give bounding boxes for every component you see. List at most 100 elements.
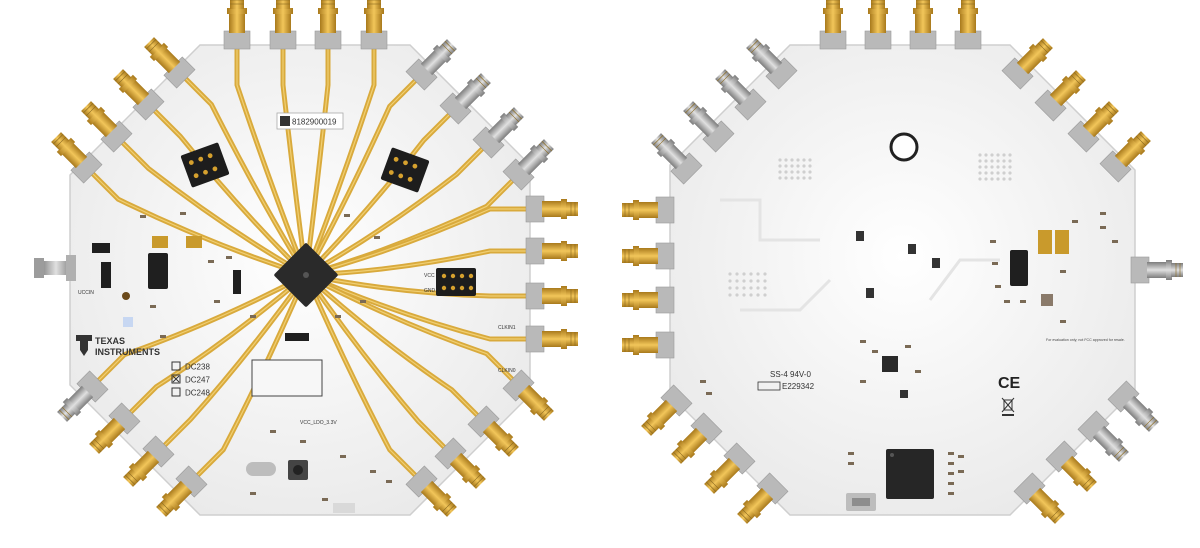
front-rf-trace-highlight	[89, 170, 307, 276]
sma-body	[681, 427, 708, 454]
sma-thread-line	[685, 103, 696, 114]
sma-thread-line	[83, 103, 94, 114]
sma-thread	[1140, 413, 1159, 432]
front-sma-connector	[89, 402, 141, 454]
via	[808, 158, 812, 162]
via	[742, 279, 746, 283]
option-label-dc247: DC247	[185, 376, 210, 385]
front-testpoint	[122, 292, 130, 300]
back-ce-mark: CE	[998, 375, 1021, 392]
sma-thread	[51, 132, 70, 151]
front-clkin0-label: CLKIN0	[498, 368, 516, 374]
sma-thread-line	[61, 406, 73, 418]
via	[749, 279, 753, 283]
sma-thread-line	[473, 476, 484, 487]
sma-nut	[913, 8, 933, 14]
sma-nut	[646, 411, 666, 431]
sma-body	[693, 111, 720, 138]
back-sma-connector	[715, 69, 767, 121]
sma-thread	[505, 107, 524, 126]
via	[984, 177, 988, 181]
sma-thread-line	[655, 137, 667, 149]
front-sma-connector	[525, 325, 578, 353]
sma-body	[747, 487, 774, 514]
front-uccin-label: UCCIN	[78, 290, 94, 296]
back-small-ic-1	[856, 231, 864, 241]
sma-mount	[525, 195, 545, 223]
back-small-ic-5	[900, 390, 908, 398]
option-box-dc247	[171, 374, 181, 384]
back-sma-connector	[1099, 131, 1151, 183]
sma-thread	[276, 0, 290, 9]
sma-body	[542, 288, 562, 304]
front-rf-trace-highlight	[305, 44, 375, 276]
back-passive	[700, 380, 706, 383]
sma-nut	[633, 246, 639, 266]
front-vcc-label: VCC	[424, 273, 435, 279]
via	[796, 176, 800, 180]
sma-thread-line	[146, 39, 157, 50]
weee-bin-icon	[1001, 397, 1015, 416]
sma-thread-line	[441, 43, 453, 55]
sma-thread-line	[719, 73, 731, 85]
via	[790, 176, 794, 180]
front-sma-connector	[156, 465, 208, 517]
sma-thread	[704, 475, 723, 494]
sma-thread-line	[1116, 449, 1127, 460]
sma-thread	[467, 470, 486, 489]
sma-thread-line	[1143, 416, 1155, 428]
front-passive	[300, 440, 306, 443]
via	[763, 286, 767, 290]
front-passive	[335, 315, 341, 318]
via	[756, 272, 760, 276]
via	[742, 293, 746, 297]
front-rf-trace-highlight	[95, 274, 307, 384]
sma-thread	[230, 0, 244, 9]
sma-mount	[269, 30, 297, 50]
sma-nut	[62, 397, 82, 417]
sma-thread-line	[508, 111, 520, 123]
back-passive	[948, 452, 954, 455]
back-passive	[860, 340, 866, 343]
sma-body	[825, 13, 841, 33]
front-passive	[160, 335, 166, 338]
sma-body	[542, 331, 562, 347]
back-sma-connector	[622, 331, 675, 359]
sma-body	[320, 13, 336, 33]
back-small-ic-3	[932, 258, 940, 268]
front-passive	[322, 498, 328, 501]
sma-thread-line	[158, 504, 169, 515]
sma-thread-line	[706, 481, 717, 492]
sma-thread	[156, 498, 175, 517]
sma-thread	[535, 139, 554, 158]
sma-thread-line	[645, 420, 657, 432]
sma-body	[229, 13, 245, 33]
front-passive	[150, 305, 156, 308]
back-tantalum-cap-1	[1038, 230, 1052, 254]
sma-thread	[826, 0, 840, 9]
back-small-ic-4	[866, 288, 874, 298]
sma-nut	[161, 492, 181, 512]
via	[984, 165, 988, 169]
sma-thread	[566, 332, 578, 346]
sma-thread	[1067, 70, 1086, 89]
sma-nut	[1072, 467, 1092, 487]
back-sma-connector	[1067, 101, 1119, 153]
sma-nut	[1061, 75, 1081, 95]
via	[735, 279, 739, 283]
sma-nut	[656, 138, 676, 158]
front-usb-outline	[333, 503, 355, 513]
front-jumper	[92, 243, 110, 253]
sma-thread	[683, 101, 702, 120]
sma-body	[1082, 111, 1109, 138]
sma-thread-line	[1049, 508, 1061, 520]
front-header-right	[436, 268, 476, 296]
front-rf-trace-highlight	[236, 44, 307, 276]
back-sma-connector	[641, 384, 693, 436]
front-small-ic	[233, 270, 241, 294]
sma-nut	[432, 492, 452, 512]
back-passive	[1112, 240, 1118, 243]
sma-nut	[494, 432, 514, 452]
sma-mount	[655, 286, 675, 314]
